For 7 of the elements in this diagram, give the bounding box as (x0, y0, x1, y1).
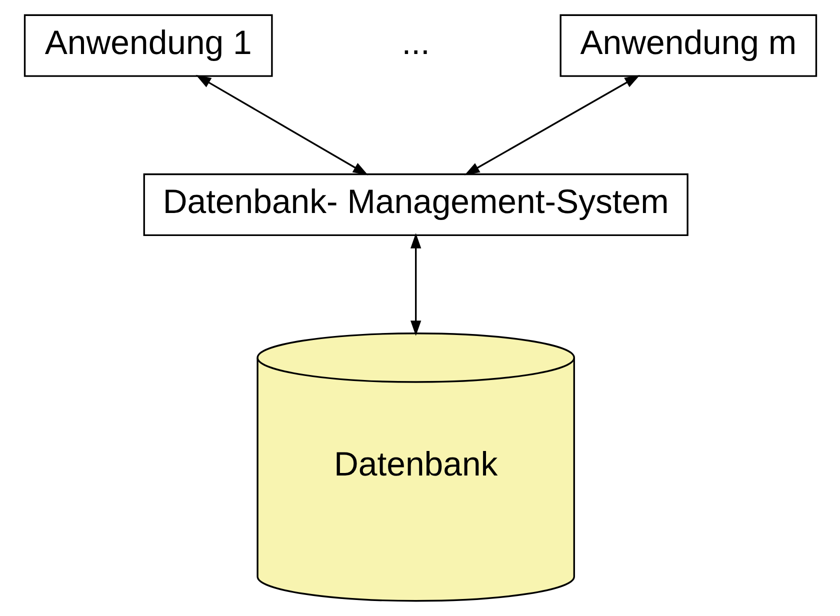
label: ... (401, 24, 430, 62)
arrow (464, 74, 640, 176)
node-box: Datenbank- Management-System (142, 173, 688, 236)
node-box: Anwendung m (559, 14, 817, 77)
arrow (410, 233, 421, 336)
arrow (195, 74, 368, 176)
node-box: Anwendung 1 (23, 14, 272, 77)
